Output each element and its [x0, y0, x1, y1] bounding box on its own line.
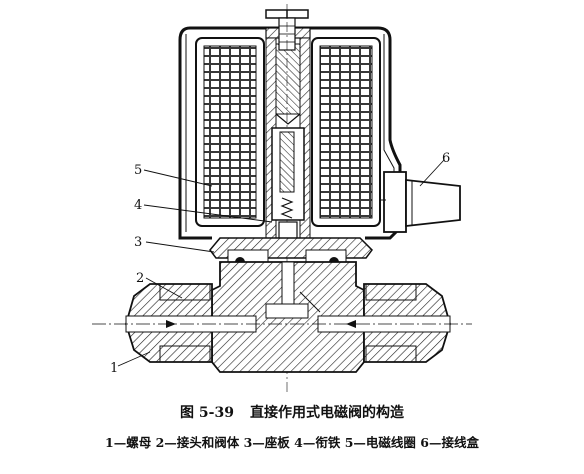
valve-body: [211, 261, 365, 373]
solenoid-coil: [195, 37, 381, 227]
coil-housing: [178, 26, 402, 240]
figure-legend: 1—螺母 2—接头和阀体 3—座板 4—衔铁 5—电磁线圈 6—接线盒: [105, 435, 479, 450]
figure-title: 直接作用式电磁阀的构造: [249, 405, 404, 421]
callout-2: 2: [136, 271, 144, 286]
callout-6: 6: [442, 151, 450, 166]
flow-arrow-icon: [346, 320, 356, 328]
callout-4: 4: [134, 198, 142, 213]
callout-1: 1: [110, 361, 118, 376]
flow-arrow-icon: [166, 320, 176, 328]
figure-caption: 图 5-39 直接作用式电磁阀的构造: [0, 402, 584, 422]
callout-3: 3: [134, 235, 142, 250]
solenoid-valve-diagram: 1 2 3 4 5 6: [92, 4, 472, 395]
figure-number: 图 5-39: [180, 405, 234, 421]
armature: [271, 127, 305, 253]
leader-lines: [117, 159, 445, 367]
callout-5: 5: [134, 163, 142, 178]
terminal-box: [380, 171, 461, 233]
